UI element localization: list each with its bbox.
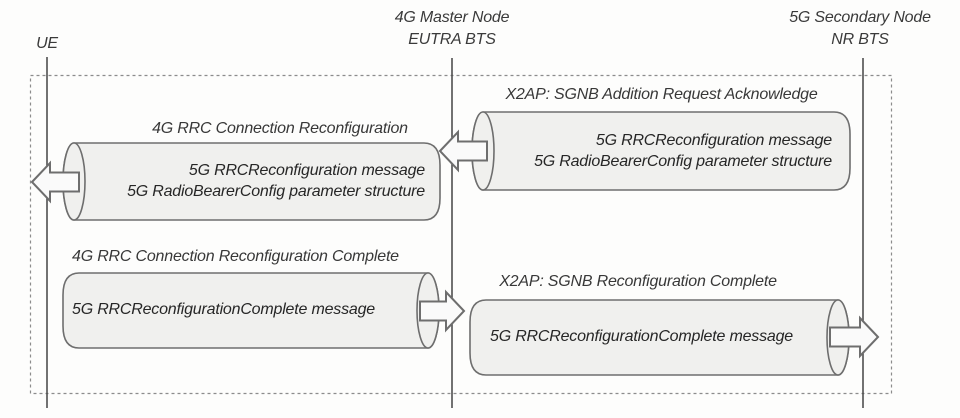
lifeline-label-ue: UE: [36, 35, 58, 52]
message-cylinder-sgnb-addition-ack: [471, 111, 851, 191]
message-body-line: 5G RadioBearerConfig parameter structure: [534, 153, 832, 170]
cylinder-body: [471, 111, 851, 191]
message-title-rrc-reconfiguration-complete: 4G RRC Connection Reconfiguration Comple…: [72, 248, 399, 265]
arrow-left-to-ue-icon: [30, 160, 80, 204]
message-title-sgnb-addition-ack: X2AP: SGNB Addition Request Acknowledge: [505, 86, 818, 103]
message-body-line: 5G RRCReconfiguration message: [595, 132, 832, 149]
message-body-line: 5G RRCReconfigurationComplete message: [490, 328, 793, 345]
scope-dashed-box: [29, 74, 893, 395]
message-body-line: 5G RRCReconfiguration message: [188, 162, 425, 179]
lifeline-label-master-line1: 4G Master Node: [394, 9, 510, 26]
message-title-rrc-reconfiguration: 4G RRC Connection Reconfiguration: [152, 120, 408, 137]
lifeline-label-master-line2: EUTRA BTS: [408, 31, 496, 48]
arrow-right-to-secondary-icon: [829, 315, 880, 359]
lifeline-label-secondary-line2: NR BTS: [831, 31, 889, 48]
lifeline-label-secondary-line1: 5G Secondary Node: [789, 9, 931, 26]
message-cylinder-sgnb-reconfiguration-complete: [469, 299, 850, 376]
message-title-sgnb-reconfiguration-complete: X2AP: SGNB Reconfiguration Complete: [499, 273, 777, 290]
arrow-right-to-master-icon: [419, 289, 466, 333]
message-body-line: 5G RadioBearerConfig parameter structure: [127, 183, 425, 200]
arrow-left-to-master-icon: [438, 129, 488, 173]
message-body-line: 5G RRCReconfigurationComplete message: [72, 301, 375, 318]
